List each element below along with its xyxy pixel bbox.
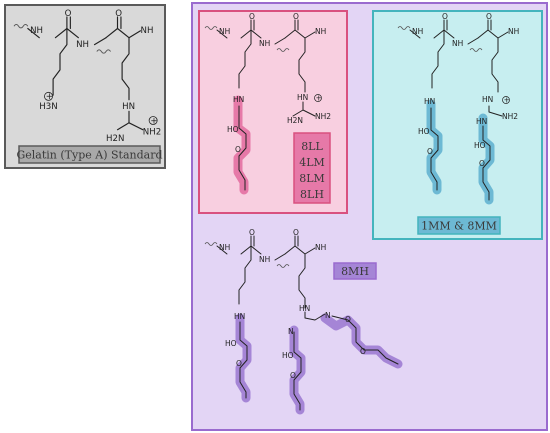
charge-plus: + [46, 92, 53, 102]
atom-hn: HN [234, 312, 245, 321]
atom-n: N [325, 311, 331, 320]
atom-nh: NH [76, 40, 89, 50]
atom-o: O [442, 12, 448, 21]
atom-nh: NH [30, 26, 43, 36]
charge-plus: + [316, 94, 322, 103]
atom-hn: HN [233, 95, 244, 104]
standard-label-box [18, 145, 161, 164]
panel-low: NH O NH O NH HN HO O HN NH2 + H2N 8LL 4L… [198, 10, 348, 214]
atom-ho: HO [227, 125, 239, 134]
atom-o: O [115, 9, 122, 19]
atom-nh: NH [219, 243, 230, 252]
atom-hn: HN [424, 97, 435, 106]
atom-hn: HN [299, 304, 310, 313]
low-label: 4LM [299, 156, 325, 169]
atom-o: O [293, 228, 299, 237]
atom-o: O [65, 9, 72, 19]
standard-dipeptide: NH O NH O NH H3N + HN NH2 + H2N [13, 9, 161, 144]
atom-nh: NH [259, 255, 270, 264]
atom-nh2: NH2 [502, 112, 518, 121]
low-dipeptide: NH O NH O NH HN HO O HN NH2 + H2N [204, 12, 331, 191]
low-label: 8LL [301, 140, 323, 153]
atom-hn: HN [476, 117, 487, 126]
atom-nh: NH [508, 27, 519, 36]
atom-hn: HN [482, 95, 493, 104]
low-label-box [293, 132, 331, 204]
medium-dipeptide: NH O NH O NH HN HO O HN NH2 + HN HO O [397, 12, 519, 201]
medium-label: 1MM & 8MM [421, 220, 497, 233]
panel-standard: NH O NH O NH H3N + HN NH2 + H2N Gelatin … [4, 4, 166, 169]
low-label: 8LM [299, 172, 325, 185]
high-dipeptide: NH O NH O NH HN HO O HN N HO O N O O [204, 228, 399, 411]
atom-nh: NH [259, 39, 270, 48]
atom-o: O [290, 371, 296, 380]
panel-high: NH O NH O NH HN HO O HN N HO O N O O 8MH [204, 228, 403, 415]
atom-ho: HO [225, 339, 237, 348]
atom-nh: NH [315, 243, 326, 252]
atom-o: O [293, 12, 299, 21]
low-modification-highlight [233, 95, 251, 195]
atom-hn: HN [297, 93, 308, 102]
atom-o: O [479, 159, 485, 168]
atom-ho: HO [474, 141, 486, 150]
panel-medium-box [372, 10, 543, 240]
atom-o: O [360, 347, 366, 356]
atom-nh2: NH2 [143, 127, 161, 137]
atom-h3n: H3N [39, 102, 57, 112]
medium-label-box [417, 216, 501, 235]
atom-o: O [486, 12, 492, 21]
atom-o: O [249, 12, 255, 21]
atom-nh: NH [141, 26, 154, 36]
atom-ho: HO [418, 127, 430, 136]
atom-h2n: H2N [106, 134, 124, 144]
atom-nh: NH [219, 27, 230, 36]
charge-plus: + [504, 96, 510, 105]
atom-o: O [249, 228, 255, 237]
atom-nh: NH [412, 27, 423, 36]
atom-nh: NH [315, 27, 326, 36]
atom-hn: HN [122, 102, 135, 112]
atom-o: O [236, 359, 242, 368]
atom-ho: HO [282, 351, 294, 360]
charge-plus: + [150, 116, 157, 126]
atom-o: O [235, 145, 241, 154]
low-label: 8LH [300, 188, 324, 201]
high-label: 8MH [341, 265, 369, 278]
atom-nh2: NH2 [315, 112, 331, 121]
atom-oh: O [345, 315, 351, 324]
atom-n: N [288, 327, 294, 336]
atom-o: O [427, 147, 433, 156]
panel-medium: NH O NH O NH HN HO O HN NH2 + HN HO O 1M… [372, 10, 543, 240]
high-label-box [333, 262, 377, 280]
standard-label: Gelatin (Type A) Standard [16, 149, 162, 162]
atom-nh: NH [452, 39, 463, 48]
atom-h2n: H2N [287, 116, 303, 125]
